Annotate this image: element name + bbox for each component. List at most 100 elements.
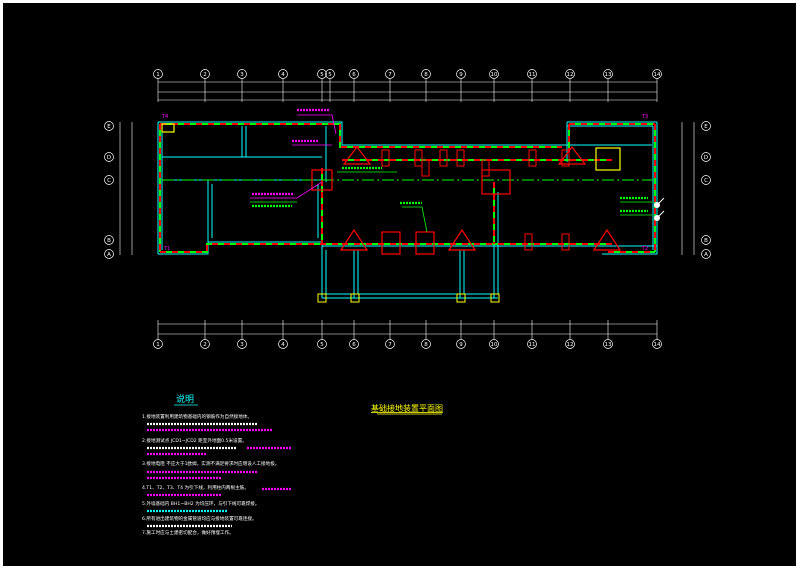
column-footing	[561, 233, 570, 251]
svg-text:T1: T1	[163, 246, 170, 252]
axis-bubble: 3	[237, 69, 247, 79]
axis-label: 10	[491, 72, 498, 78]
axis-label: E	[704, 124, 708, 130]
note-item: 6.所有进出建筑物的金属管道均应与接地装置可靠连接。	[142, 515, 257, 522]
bottom-axis-ticks	[157, 320, 658, 339]
annotation-text-marks	[252, 108, 648, 213]
left-dimension-lines	[119, 122, 133, 255]
column-footing	[414, 149, 423, 167]
grounding-ring-conductor	[159, 123, 656, 253]
axis-bubble: 5	[325, 69, 335, 79]
axis-bubble: 7	[385, 339, 395, 349]
column	[350, 293, 360, 303]
axis-label: 8	[424, 72, 428, 78]
axis-label: C	[107, 178, 111, 184]
axis-label: 9	[459, 72, 463, 78]
column-footing	[421, 159, 430, 177]
axis-label: 3	[240, 72, 244, 78]
axis-label: 7	[388, 72, 392, 78]
axis-bubble: 2	[200, 69, 210, 79]
axis-label: 2	[203, 72, 207, 78]
axis-bubble: 14	[652, 69, 662, 79]
axis-label: 10	[491, 342, 498, 348]
axis-bubble: 9	[456, 339, 466, 349]
axis-label: 5	[320, 342, 324, 348]
svg-text:T4: T4	[161, 114, 168, 120]
column-footing	[381, 149, 390, 167]
axis-bubble: B	[104, 235, 114, 245]
column-footing	[439, 149, 448, 167]
axis-label: 2	[203, 342, 207, 348]
axis-bubble: 11	[527, 339, 537, 349]
svg-text:T3: T3	[641, 114, 648, 120]
axis-label: D	[107, 155, 111, 161]
axis-label: A	[107, 252, 111, 258]
note-item: 1.接地装置利用建筑物基础内的钢筋作为自然接地体。	[142, 413, 252, 420]
axis-bubble: 3	[237, 339, 247, 349]
right-dimension-lines	[681, 122, 695, 255]
axis-bubble: A	[701, 249, 711, 259]
axis-label: 14	[654, 72, 661, 78]
axis-bubble: 4	[278, 69, 288, 79]
axis-bubble: 10	[489, 339, 499, 349]
note-item: 5.外墙基础内 BH1~BH2 为均压环，与引下线可靠焊接。	[142, 500, 260, 507]
axis-bubble: D	[701, 152, 711, 162]
axis-bubble: 13	[603, 339, 613, 349]
axis-label: 13	[605, 72, 612, 78]
axis-label: 5	[328, 72, 332, 78]
axis-bubble: 8	[421, 69, 431, 79]
note-item: 4.T1、T2、T3、T4 为引下线，利用柱内两根主筋。	[142, 484, 249, 491]
axis-label: 4	[281, 72, 285, 78]
axis-bubble: 12	[565, 69, 575, 79]
axis-bubble: 5	[317, 339, 327, 349]
column-footing	[561, 149, 570, 167]
column-footing	[528, 149, 537, 167]
axis-label: 9	[459, 342, 463, 348]
column-footing	[481, 159, 490, 177]
axis-label: 1	[156, 342, 160, 348]
axis-label: 3	[240, 342, 244, 348]
axis-label: A	[704, 252, 708, 258]
axis-label: 6	[352, 72, 356, 78]
side-axis-bubbles: E E D D C C B B A A	[104, 121, 711, 259]
notes-list: 1.接地装置利用建筑物基础内的钢筋作为自然接地体。 2.接地测试点 JCD1~J…	[142, 413, 279, 536]
axis-bubble: 9	[456, 69, 466, 79]
test-point-markers: T1 T2 T4 T3	[161, 114, 665, 252]
axis-bubble: 13	[603, 69, 613, 79]
axis-bubble: C	[104, 175, 114, 185]
axis-bubble: 2	[200, 339, 210, 349]
bottom-dimension-lines	[158, 323, 657, 335]
axis-bubble: C	[701, 175, 711, 185]
annotation-leaders	[250, 114, 652, 233]
axis-label: 8	[424, 342, 428, 348]
building-walls	[157, 121, 658, 299]
axis-label: 7	[388, 342, 392, 348]
structural-columns	[317, 149, 570, 303]
axis-bubble: 6	[349, 69, 359, 79]
axis-label: E	[107, 124, 111, 130]
axis-bubble: 8	[421, 339, 431, 349]
axis-bubble: 1	[153, 69, 163, 79]
axis-label: 14	[654, 342, 661, 348]
axis-bubble: 4	[278, 339, 288, 349]
column-footing	[524, 233, 533, 251]
column-footing	[456, 149, 465, 167]
axis-label: 12	[567, 342, 574, 348]
note-item: 3.接地电阻 不应大于1欧姆，实测不满足要求时应增设人工接地极。	[142, 460, 279, 467]
axis-bubble: 10	[489, 69, 499, 79]
drawing-title: 基础接地装置平面图	[371, 403, 443, 413]
notes-detail-marks	[147, 422, 292, 528]
axis-bubble: B	[701, 235, 711, 245]
axis-label: D	[704, 155, 708, 161]
axis-label: 13	[605, 342, 612, 348]
column	[317, 293, 327, 303]
axis-bubble: E	[701, 121, 711, 131]
axis-bubble: E	[104, 121, 114, 131]
axis-label: 1	[156, 72, 160, 78]
axis-label: B	[704, 238, 708, 244]
